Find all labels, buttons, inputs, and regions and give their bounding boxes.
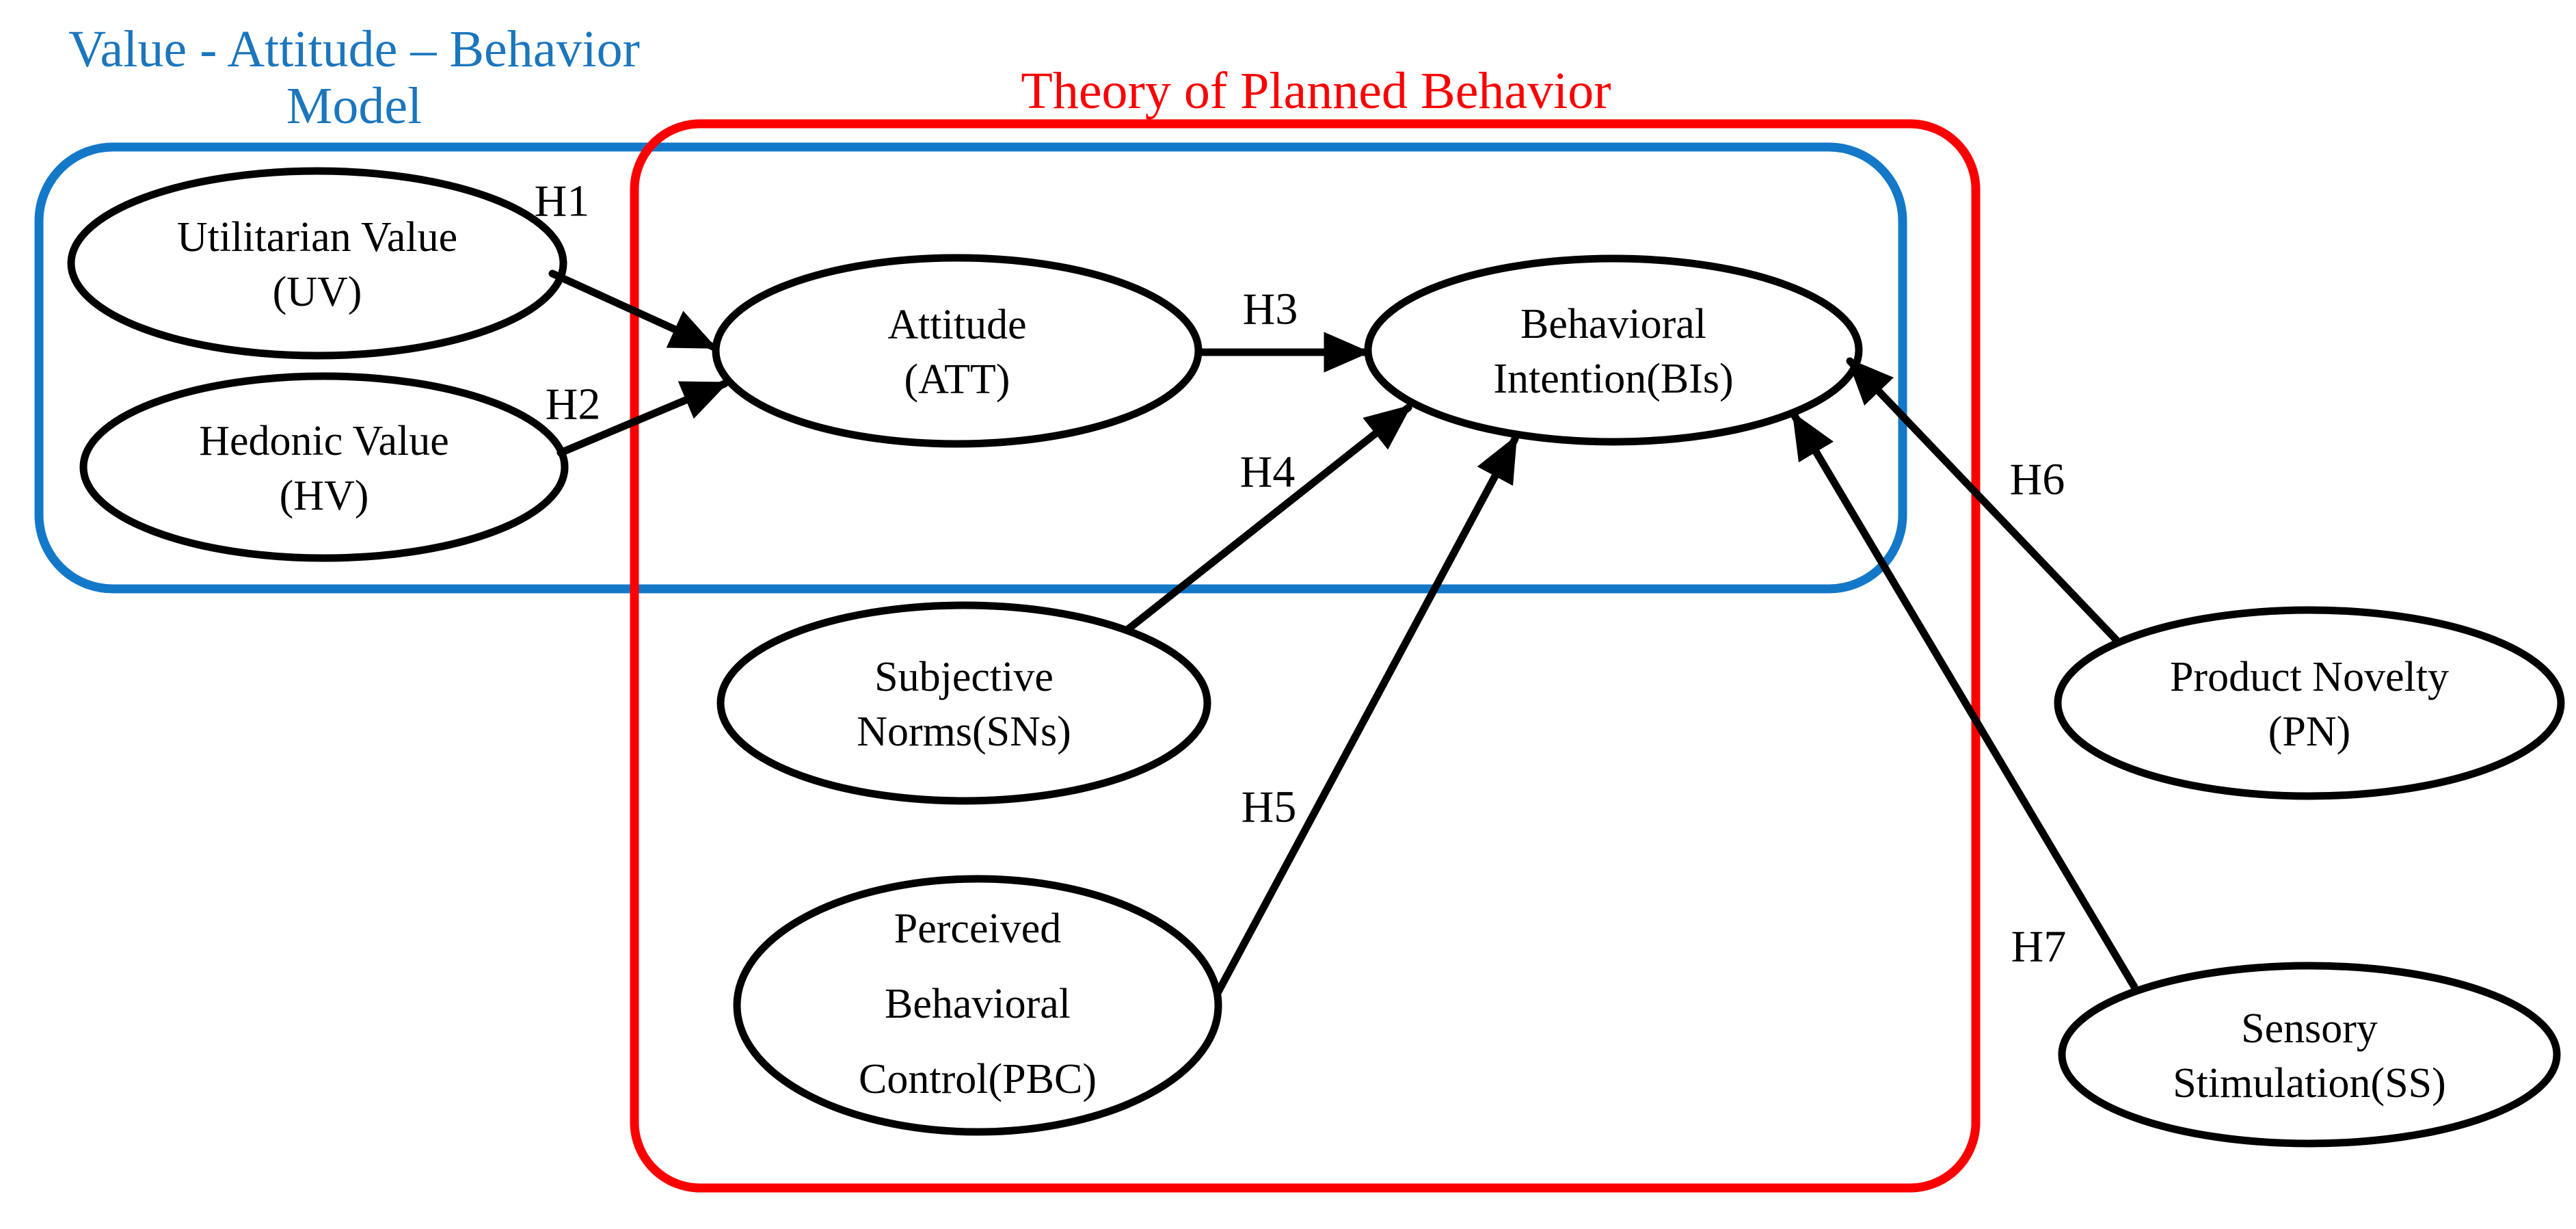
sns-label-line1: Subjective	[874, 654, 1054, 700]
node-attitude: Attitude (ATT)	[712, 254, 1203, 448]
att-label-line1: Attitude	[887, 302, 1026, 348]
hv-ellipse	[79, 372, 569, 562]
h2-arrow	[556, 380, 729, 457]
sns-label-line2: Norms(SNs)	[857, 709, 1071, 755]
h5-label: H5	[1242, 782, 1297, 832]
pbc-label-line1: Perceived	[894, 906, 1061, 952]
sns-ellipse	[716, 601, 1211, 805]
vab-title-line1: Value - Attitude – Behavior	[68, 21, 640, 78]
bis-label-line1: Behavioral	[1520, 301, 1706, 347]
node-behavioral-intention: Behavioral Intention(BIs)	[1364, 254, 1863, 446]
hv-label-line1: Hedonic Value	[199, 418, 449, 464]
ss-label-line1: Sensory	[2241, 1005, 2378, 1052]
pn-ellipse	[2054, 606, 2565, 800]
pbc-ellipse	[733, 875, 1222, 1136]
h5-arrow	[1213, 435, 1519, 997]
h4-label: H4	[1240, 447, 1296, 497]
node-hedonic-value: Hedonic Value (HV)	[79, 372, 569, 562]
uv-label-line2: (UV)	[273, 269, 362, 315]
tpb-box	[630, 119, 1981, 1193]
node-perceived-behavioral-control: Perceived Behavioral Control(PBC)	[733, 875, 1222, 1136]
pn-label-line2: (PN)	[2268, 709, 2351, 755]
ss-ellipse	[2058, 962, 2561, 1148]
vab-title-line2: Model	[286, 77, 422, 135]
pbc-label-line3: Control(PBC)	[859, 1056, 1097, 1102]
pbc-label-line2: Behavioral	[885, 981, 1071, 1027]
uv-label-line1: Utilitarian Value	[177, 214, 457, 261]
h6-arrow	[1846, 357, 2120, 644]
node-utilitarian-value: Utilitarian Value (UV)	[67, 167, 567, 360]
att-label-line2: (ATT)	[904, 356, 1010, 403]
ss-label-line2: Stimulation(SS)	[2173, 1060, 2446, 1107]
pn-label-line1: Product Novelty	[2170, 654, 2449, 700]
att-ellipse	[712, 254, 1203, 448]
node-subjective-norms: Subjective Norms(SNs)	[716, 601, 1211, 805]
h7-label: H7	[2011, 922, 2067, 972]
h7-arrow	[1790, 412, 2138, 991]
h1-arrow	[548, 269, 718, 351]
node-product-novelty: Product Novelty (PN)	[2054, 606, 2565, 800]
h3-label: H3	[1243, 285, 1298, 334]
vab-model-title: Value - Attitude – Behavior Model	[68, 21, 640, 135]
uv-ellipse	[67, 167, 567, 360]
vab-model-box	[34, 142, 1907, 594]
h6-label: H6	[2010, 455, 2065, 505]
h4-arrow	[1124, 404, 1412, 633]
tpb-title: Theory of Planned Behavior	[1021, 62, 1611, 120]
hv-label-line2: (HV)	[280, 473, 369, 519]
bis-ellipse	[1364, 254, 1863, 446]
bis-label-line2: Intention(BIs)	[1493, 356, 1733, 402]
node-sensory-stimulation: Sensory Stimulation(SS)	[2058, 962, 2561, 1148]
h2-label: H2	[546, 380, 601, 430]
h1-label: H1	[535, 176, 590, 226]
